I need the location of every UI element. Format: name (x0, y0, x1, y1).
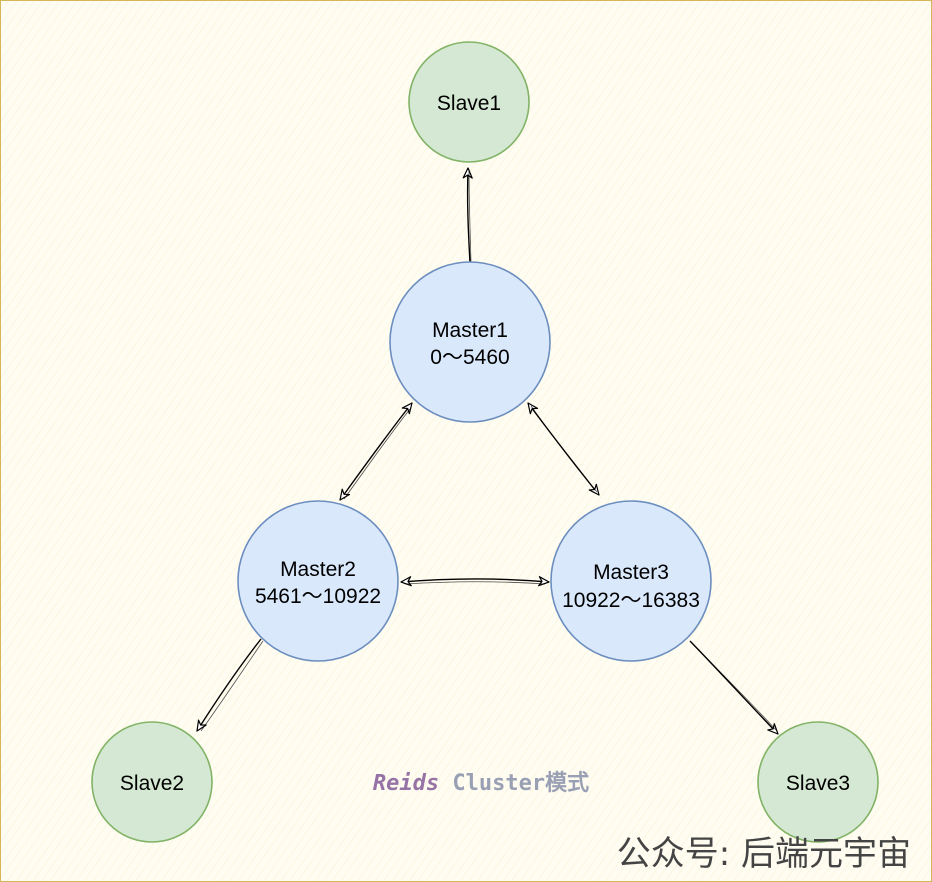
node-master1-range: 0～5460 (430, 346, 509, 369)
node-master3-circle (550, 500, 712, 662)
node-master1-name: Master1 (432, 319, 508, 342)
edge-master3-slave3 (689, 640, 779, 735)
diagram-caption: Reids Cluster模式 (373, 771, 589, 796)
node-master3-name: Master3 (593, 561, 669, 584)
edge-master1-master2 (339, 402, 413, 501)
edge-master1-master3 (527, 402, 600, 496)
edge-master2-slave2 (196, 638, 264, 732)
node-slave1-circle (408, 41, 530, 163)
edge-master1-slave1 (462, 167, 473, 264)
node-master2-circle (237, 500, 399, 662)
watermark-text: 公众号: 后端元宇宙 (617, 834, 911, 874)
node-slave1: Slave1 (408, 41, 530, 163)
node-slave2-label: Slave2 (120, 772, 184, 795)
node-master1: Master1 0～5460 (389, 261, 551, 423)
node-slave1-label: Slave1 (437, 92, 501, 115)
node-master3: Master3 10922～16383 (550, 500, 712, 662)
node-slave3-circle (757, 721, 879, 843)
node-master3-range: 10922～16383 (562, 589, 700, 612)
node-master2-range: 5461～10922 (255, 585, 381, 608)
node-slave3-label: Slave3 (786, 772, 850, 795)
caption-italic-part: Reids (373, 771, 439, 796)
node-master2: Master2 5461～10922 (237, 500, 399, 662)
node-slave2-circle (91, 721, 213, 843)
node-master1-circle (389, 261, 551, 423)
node-slave3: Slave3 (757, 721, 879, 843)
node-slave2: Slave2 (91, 721, 213, 843)
caption-plain-part: Cluster模式 (439, 771, 589, 796)
node-master2-name: Master2 (280, 558, 356, 581)
edge-master2-master3 (400, 576, 550, 587)
